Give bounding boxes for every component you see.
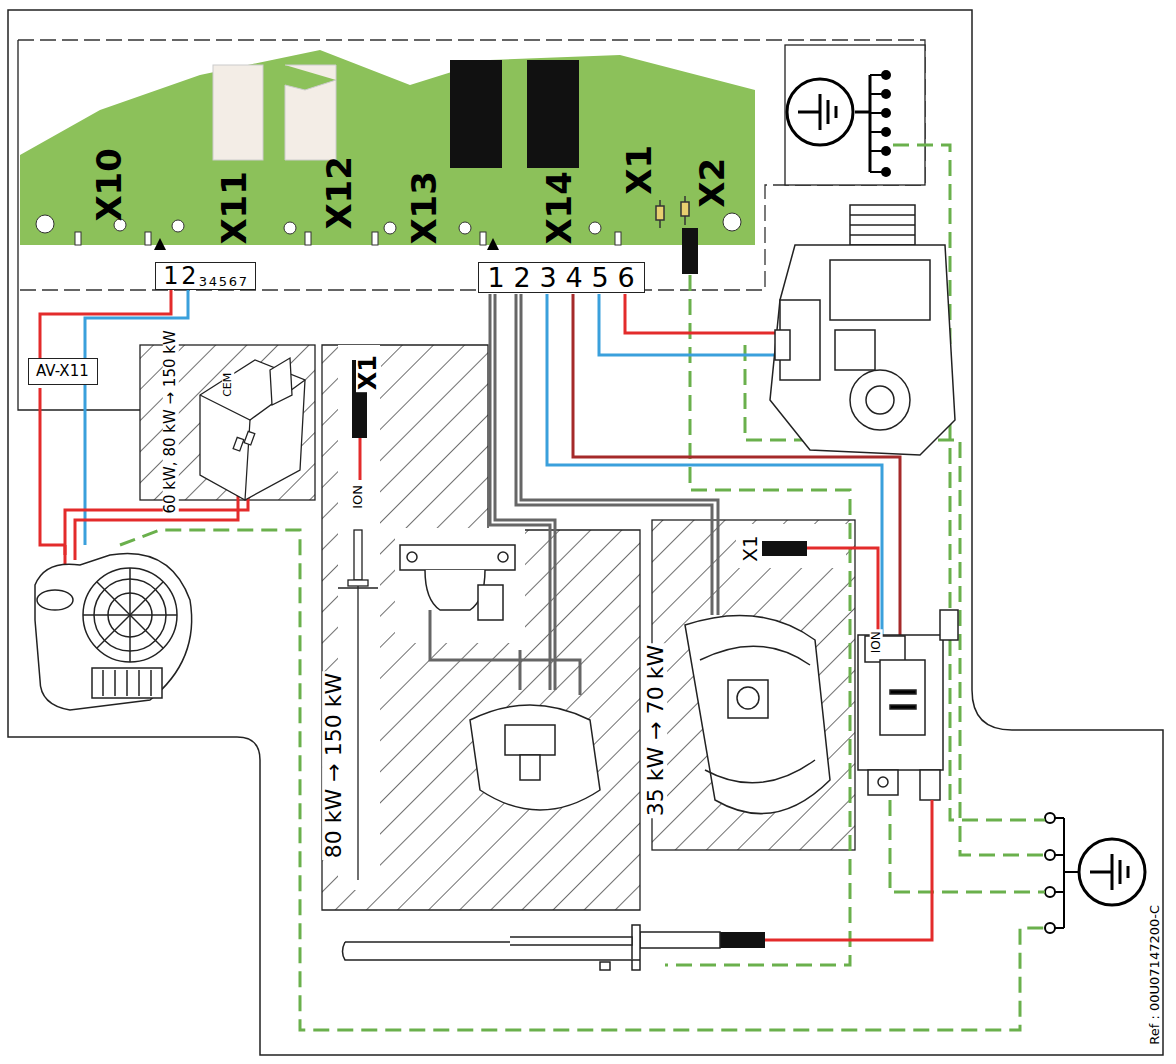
pin-number: 4 (208, 275, 218, 288)
pin-number: 5 (587, 264, 613, 291)
label: X1 (622, 143, 658, 197)
pcb (20, 50, 755, 245)
pin-number: 5 (218, 275, 228, 288)
pin-number: 1 (162, 264, 180, 288)
label: X11 (217, 169, 253, 247)
label: X1 (740, 533, 761, 563)
label: 80 kW → 150 kW (322, 670, 345, 859)
label: 35 kW → 70 kW (644, 642, 667, 817)
connector-block: 1234567 (155, 262, 256, 290)
hatched-zone (322, 345, 640, 910)
label: X14 (542, 169, 578, 247)
box-label: AV-X11 (34, 360, 91, 383)
label: Ref : 00U07147200-C (1148, 903, 1162, 1047)
label-box: AV-X11 (28, 358, 98, 385)
housing-outline (8, 10, 1163, 1055)
label: 60 kW, 80 kW → 150 kW (162, 328, 178, 515)
ignition-electrode (343, 925, 721, 970)
pin-number: 2 (509, 264, 535, 291)
pin-number: 6 (613, 264, 639, 291)
pin-number: 2 (180, 264, 198, 288)
pin-number: 7 (238, 275, 248, 288)
label: ION (351, 483, 365, 511)
earth-wire (120, 145, 1045, 1030)
label: X12 (322, 154, 358, 232)
label: CEM (222, 371, 234, 399)
pin-number: 4 (561, 264, 587, 291)
pin-number: 3 (198, 275, 208, 288)
pin-number: 1 (483, 264, 509, 291)
connector-block: 123456 (478, 262, 645, 293)
label: X13 (407, 169, 443, 247)
label: ION (870, 629, 883, 655)
board-frame (18, 40, 925, 290)
wire (40, 290, 171, 358)
label: X10 (92, 146, 128, 224)
fan-illustration (35, 553, 192, 710)
pin-number: 6 (228, 275, 238, 288)
gas-valve (770, 205, 955, 455)
ignition-transformer (858, 610, 958, 800)
label: X1 (356, 352, 381, 391)
label: X2 (695, 156, 731, 210)
pin-number: 3 (535, 264, 561, 291)
